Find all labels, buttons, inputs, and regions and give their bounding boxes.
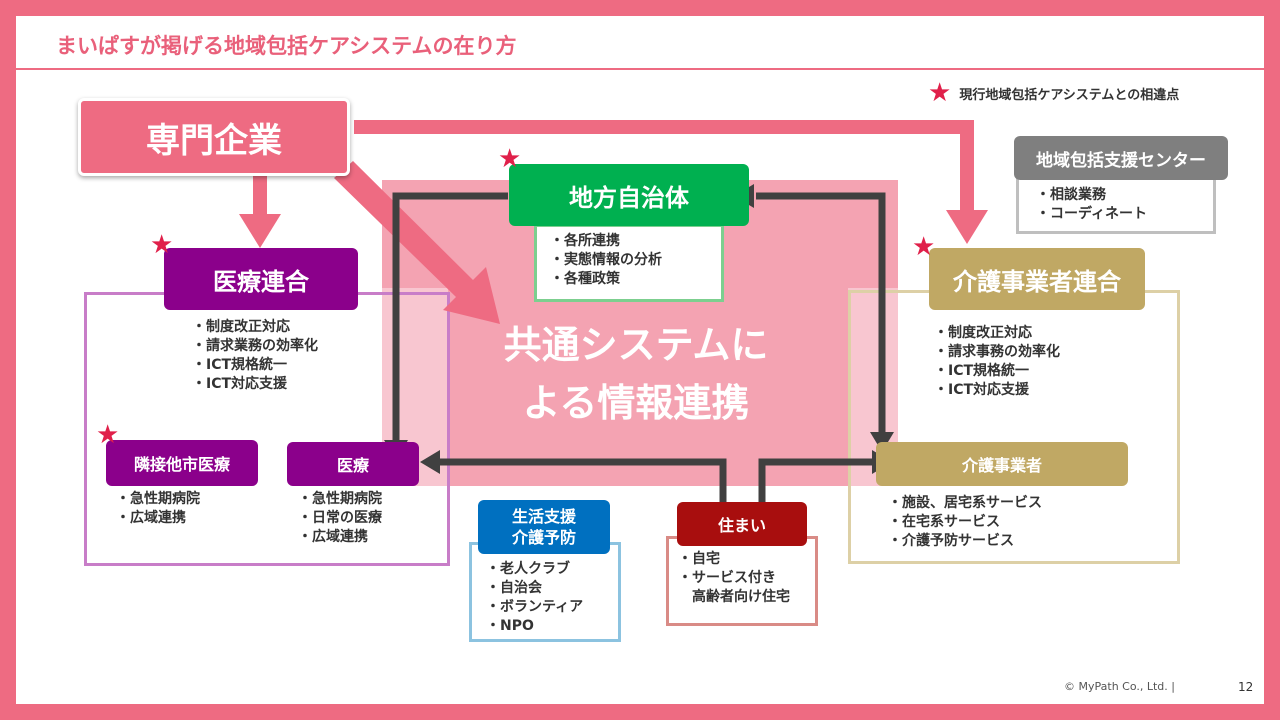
list-item: ・サービス付き — [678, 570, 776, 586]
list-item: ・制度改正対応 — [192, 319, 290, 335]
star-icon: ★ — [928, 78, 952, 108]
list-item: 高齢者向け住宅 — [678, 589, 790, 605]
iryo-renkei-items: ・制度改正対応 ・請求業務の効率化 ・ICT規格統一 ・ICT対応支援 — [192, 318, 318, 394]
list-item: ・請求事務の効率化 — [934, 344, 1060, 360]
seikatsu-label-line2: 介護予防 — [511, 528, 576, 547]
connector-arrows — [239, 120, 988, 502]
legend-text: 現行地域包括ケアシステムとの相違点 — [959, 87, 1180, 103]
page-title: まいぱすが掲げる地域包括ケアシステムの在り方 — [56, 34, 517, 58]
sumai-label: 住まい — [717, 516, 766, 535]
list-item: ・ICT対応支援 — [934, 382, 1030, 398]
iryo-items: ・急性期病院 ・日常の医療 ・広域連携 — [298, 490, 382, 547]
list-item: ・ICT規格統一 — [934, 363, 1030, 379]
slide: まいぱすが掲げる地域包括ケアシステムの在り方 ★ 現行地域包括ケアシステムとの相… — [16, 16, 1264, 704]
iryo-label: 医療 — [336, 456, 369, 475]
center-items: ・相談業務 ・コーディネート — [1036, 186, 1147, 224]
chiho-items: ・各所連携 ・実態情報の分析 ・各種政策 — [550, 232, 662, 289]
list-item: ・実態情報の分析 — [550, 252, 662, 268]
seikatsu-label-line1: 生活支援 — [511, 507, 576, 526]
list-item: ・相談業務 — [1036, 187, 1106, 203]
legend: ★ 現行地域包括ケアシステムとの相違点 — [928, 80, 1179, 106]
iryo-renkei-label: 医療連合 — [213, 267, 309, 296]
list-item: ・ボランティア — [486, 599, 584, 615]
chiho-jichitai-label: 地方自治体 — [569, 183, 689, 212]
list-item: ・ICT対応支援 — [192, 376, 288, 392]
list-item: ・請求業務の効率化 — [192, 338, 318, 354]
list-item: ・介護予防サービス — [888, 533, 1014, 549]
star-icon: ★ — [150, 230, 174, 260]
list-item: ・自宅 — [678, 551, 720, 567]
list-item: ・自治会 — [486, 580, 542, 596]
senmon-kigyo-box: 専門企業 — [78, 98, 350, 176]
center-box: 地域包括支援センター — [1014, 136, 1228, 180]
seikatsu-box: 生活支援 介護予防 — [478, 500, 610, 554]
central-label: 共通システムに よる情報連携 — [486, 316, 786, 432]
list-item: ・ICT規格統一 — [192, 357, 288, 373]
ringsetsu-label: 隣接他市医療 — [133, 455, 230, 474]
kaigo-items: ・施設、居宅系サービス ・在宅系サービス ・介護予防サービス — [888, 494, 1042, 551]
star-icon: ★ — [498, 144, 522, 174]
iryo-box: 医療 — [287, 442, 419, 486]
iryo-renkei-box: 医療連合 — [164, 248, 358, 310]
page-number: 12 — [1238, 680, 1254, 694]
chiho-jichitai-box: 地方自治体 — [509, 164, 749, 226]
center-label: 地域包括支援センター — [1036, 150, 1206, 171]
kaigo-jigyosha-box: 介護事業者 — [876, 442, 1128, 486]
list-item: ・急性期病院 — [116, 491, 200, 507]
central-label-line2: よる情報連携 — [522, 381, 750, 425]
list-item: ・施設、居宅系サービス — [888, 495, 1042, 511]
copyright: © MyPath Co., Ltd. | — [1064, 680, 1175, 693]
ringsetsu-box: 隣接他市医療 — [106, 440, 258, 486]
sumai-box: 住まい — [677, 502, 807, 546]
list-item: ・各種政策 — [550, 271, 620, 287]
kaigo-renkei-label: 介護事業者連合 — [953, 267, 1121, 296]
title-divider — [16, 68, 1264, 70]
seikatsu-items: ・老人クラブ ・自治会 ・ボランティア ・NPO — [486, 560, 583, 636]
star-icon: ★ — [96, 420, 120, 450]
kaigo-renkei-box: 介護事業者連合 — [929, 248, 1145, 310]
ringsetsu-items: ・急性期病院 ・広域連携 — [116, 490, 200, 528]
list-item: ・急性期病院 — [298, 491, 382, 507]
pink-arrows — [239, 120, 988, 324]
list-item: ・広域連携 — [116, 510, 186, 526]
list-item: ・老人クラブ — [486, 561, 570, 577]
central-label-line1: 共通システムに — [503, 323, 769, 367]
list-item: ・各所連携 — [550, 233, 620, 249]
list-item: ・制度改正対応 — [934, 325, 1032, 341]
list-item: ・広域連携 — [298, 529, 368, 545]
kaigo-jigyosha-label: 介護事業者 — [961, 456, 1042, 475]
center-items-frame — [1016, 176, 1216, 234]
dark-arrows — [392, 192, 886, 502]
list-item: ・コーディネート — [1036, 206, 1148, 222]
list-item: ・日常の医療 — [298, 510, 382, 526]
sumai-items: ・自宅 ・サービス付き 高齢者向け住宅 — [678, 550, 790, 607]
star-icon: ★ — [912, 232, 936, 262]
list-item: ・NPO — [486, 618, 534, 634]
list-item: ・在宅系サービス — [888, 514, 1000, 530]
senmon-kigyo-label: 専門企業 — [146, 120, 282, 161]
kaigo-renkei-items: ・制度改正対応 ・請求事務の効率化 ・ICT規格統一 ・ICT対応支援 — [934, 324, 1060, 400]
